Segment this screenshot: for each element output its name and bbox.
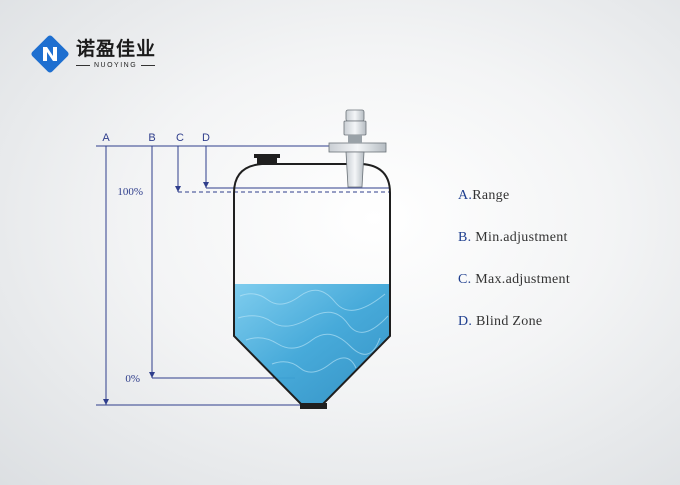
legend-text: Max.adjustment (475, 272, 571, 287)
liquid-caustics (237, 289, 389, 373)
legend: A.Range B. Min.adjustment C. Max.adjustm… (458, 188, 570, 356)
legend-item-min-adjustment: B. Min.adjustment (458, 230, 570, 272)
brand-name-en: NUOYING (94, 62, 138, 69)
arrowheads (103, 182, 209, 405)
brand-rule-right (141, 65, 156, 66)
marker-d: D (202, 132, 210, 144)
level-labels: 100% 0% (117, 186, 143, 385)
legend-key: A. (458, 188, 473, 203)
marker-b: B (148, 132, 155, 144)
legend-item-blind-zone: D. Blind Zone (458, 314, 570, 356)
level-0-label: 0% (125, 373, 140, 385)
top-nozzle (254, 154, 280, 164)
legend-item-range: A.Range (458, 188, 570, 230)
legend-key: B. (458, 230, 476, 245)
marker-labels: A B C D (102, 132, 210, 144)
radar-sensor-icon (328, 109, 387, 188)
level-100-label: 100% (117, 186, 143, 198)
brand-logo: 诺盈佳业 NUOYING (30, 34, 156, 74)
brand-name-cn: 诺盈佳业 (76, 38, 157, 60)
legend-text: Range (472, 188, 510, 203)
legend-key: C. (458, 272, 476, 287)
legend-text: Blind Zone (476, 314, 543, 329)
marker-c: C (176, 132, 184, 144)
bottom-outlet (300, 403, 327, 409)
legend-key: D. (458, 314, 477, 329)
legend-item-max-adjustment: C. Max.adjustment (458, 272, 570, 314)
marker-a: A (102, 132, 110, 144)
measurement-lines (96, 145, 390, 406)
brand-mark-icon (31, 35, 69, 73)
liquid-fill (234, 284, 390, 404)
legend-text: Min.adjustment (475, 230, 568, 245)
brand-rule-left (76, 65, 90, 66)
